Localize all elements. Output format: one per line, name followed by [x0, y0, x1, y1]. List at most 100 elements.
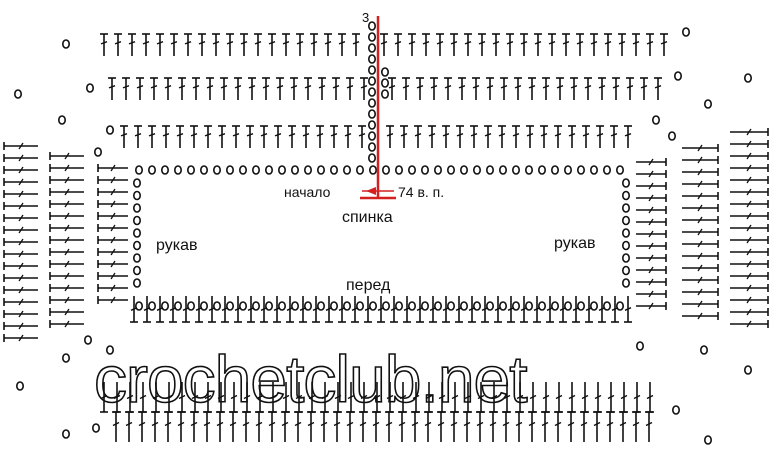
chain-stitch	[621, 215, 630, 226]
double-crochet	[400, 125, 408, 148]
double-crochet-horizontal	[49, 176, 84, 184]
double-crochet	[455, 296, 463, 323]
chain-stitch	[615, 165, 624, 175]
double-crochet	[568, 125, 576, 148]
double-crochet	[286, 296, 294, 323]
double-crochet	[556, 77, 564, 100]
double-crochet	[358, 125, 366, 148]
row-number-label: 3	[362, 10, 369, 25]
double-crochet	[450, 33, 458, 56]
chain-stitch	[94, 147, 103, 157]
double-crochet	[290, 77, 298, 100]
double-crochet	[528, 77, 536, 100]
double-crochet	[612, 77, 620, 100]
double-crochet	[640, 77, 648, 100]
chain-stitch	[290, 301, 299, 311]
double-crochet	[198, 33, 206, 56]
chain-stitch	[651, 115, 660, 125]
double-crochet	[312, 296, 320, 323]
double-crochet	[604, 33, 612, 56]
chain-stitch	[537, 301, 546, 311]
double-crochet	[624, 296, 632, 323]
chain-stitch	[84, 335, 93, 345]
double-crochet	[594, 382, 602, 413]
double-crochet-horizontal	[97, 248, 128, 256]
double-crochet	[359, 411, 367, 442]
double-crochet	[304, 77, 312, 100]
chain-stitch	[106, 125, 115, 135]
double-crochet-horizontal	[49, 260, 84, 268]
double-crochet-horizontal	[49, 200, 84, 208]
double-crochet	[351, 296, 359, 323]
watermark-text: crochetclub.net	[94, 342, 527, 416]
double-crochet-horizontal	[49, 188, 84, 196]
double-crochet-horizontal	[730, 200, 769, 208]
double-crochet	[218, 125, 226, 148]
chain-stitch	[367, 54, 376, 64]
double-crochet	[646, 33, 654, 56]
double-crochet	[100, 33, 108, 56]
double-crochet	[590, 33, 598, 56]
double-crochet	[242, 411, 250, 442]
double-crochet-horizontal	[3, 166, 38, 174]
chain-stitch	[433, 165, 442, 175]
chain-stitch	[511, 165, 520, 175]
double-crochet	[458, 77, 466, 100]
double-crochet-horizontal	[97, 164, 128, 172]
double-crochet	[548, 33, 556, 56]
double-crochet-horizontal	[3, 238, 38, 246]
double-crochet	[221, 296, 229, 323]
double-crochet	[390, 296, 398, 323]
double-crochet	[254, 33, 262, 56]
chain-stitch	[252, 301, 261, 311]
double-crochet	[360, 77, 368, 100]
chain-stitch	[621, 190, 630, 201]
chain-stitch	[681, 27, 690, 37]
double-crochet	[540, 125, 548, 148]
chain-stitch	[743, 365, 752, 375]
double-crochet	[402, 77, 410, 100]
double-crochet	[136, 77, 144, 100]
double-crochet	[506, 33, 514, 56]
double-crochet-horizontal	[3, 250, 38, 258]
double-crochet	[606, 411, 614, 442]
chain-stitch	[290, 165, 299, 175]
double-crochet	[114, 33, 122, 56]
double-crochet	[533, 296, 541, 323]
double-crochet-horizontal	[97, 260, 128, 268]
double-crochet	[416, 77, 424, 100]
chain-stitch	[133, 253, 142, 263]
double-crochet	[346, 77, 354, 100]
double-crochet-horizontal	[97, 224, 128, 232]
double-crochet-horizontal	[3, 274, 38, 282]
double-crochet-horizontal	[730, 236, 769, 244]
chain-stitch	[226, 165, 235, 175]
double-crochet	[184, 33, 192, 56]
double-crochet	[610, 125, 618, 148]
chain-stitch	[106, 345, 115, 355]
chain-stitch	[635, 341, 644, 351]
double-crochet	[542, 382, 550, 413]
double-crochet	[182, 296, 190, 323]
chain-stitch	[264, 165, 273, 175]
chain-stitch	[187, 165, 196, 175]
double-crochet-horizontal	[682, 144, 719, 152]
double-crochet-horizontal	[3, 310, 38, 318]
double-crochet	[554, 411, 562, 442]
chain-stitch	[342, 301, 351, 311]
chain-stitch	[367, 76, 376, 86]
double-crochet	[422, 33, 430, 56]
double-crochet	[585, 296, 593, 323]
double-crochet	[142, 33, 150, 56]
double-crochet-horizontal	[682, 276, 719, 284]
chain-stitch	[367, 98, 376, 108]
chain-stitch	[498, 165, 507, 175]
double-crochet	[299, 296, 307, 323]
double-crochet-horizontal	[636, 158, 667, 166]
double-crochet-horizontal	[97, 284, 128, 292]
double-crochet	[333, 411, 341, 442]
chain-stitch	[213, 301, 222, 311]
chain-stitch	[135, 301, 144, 311]
